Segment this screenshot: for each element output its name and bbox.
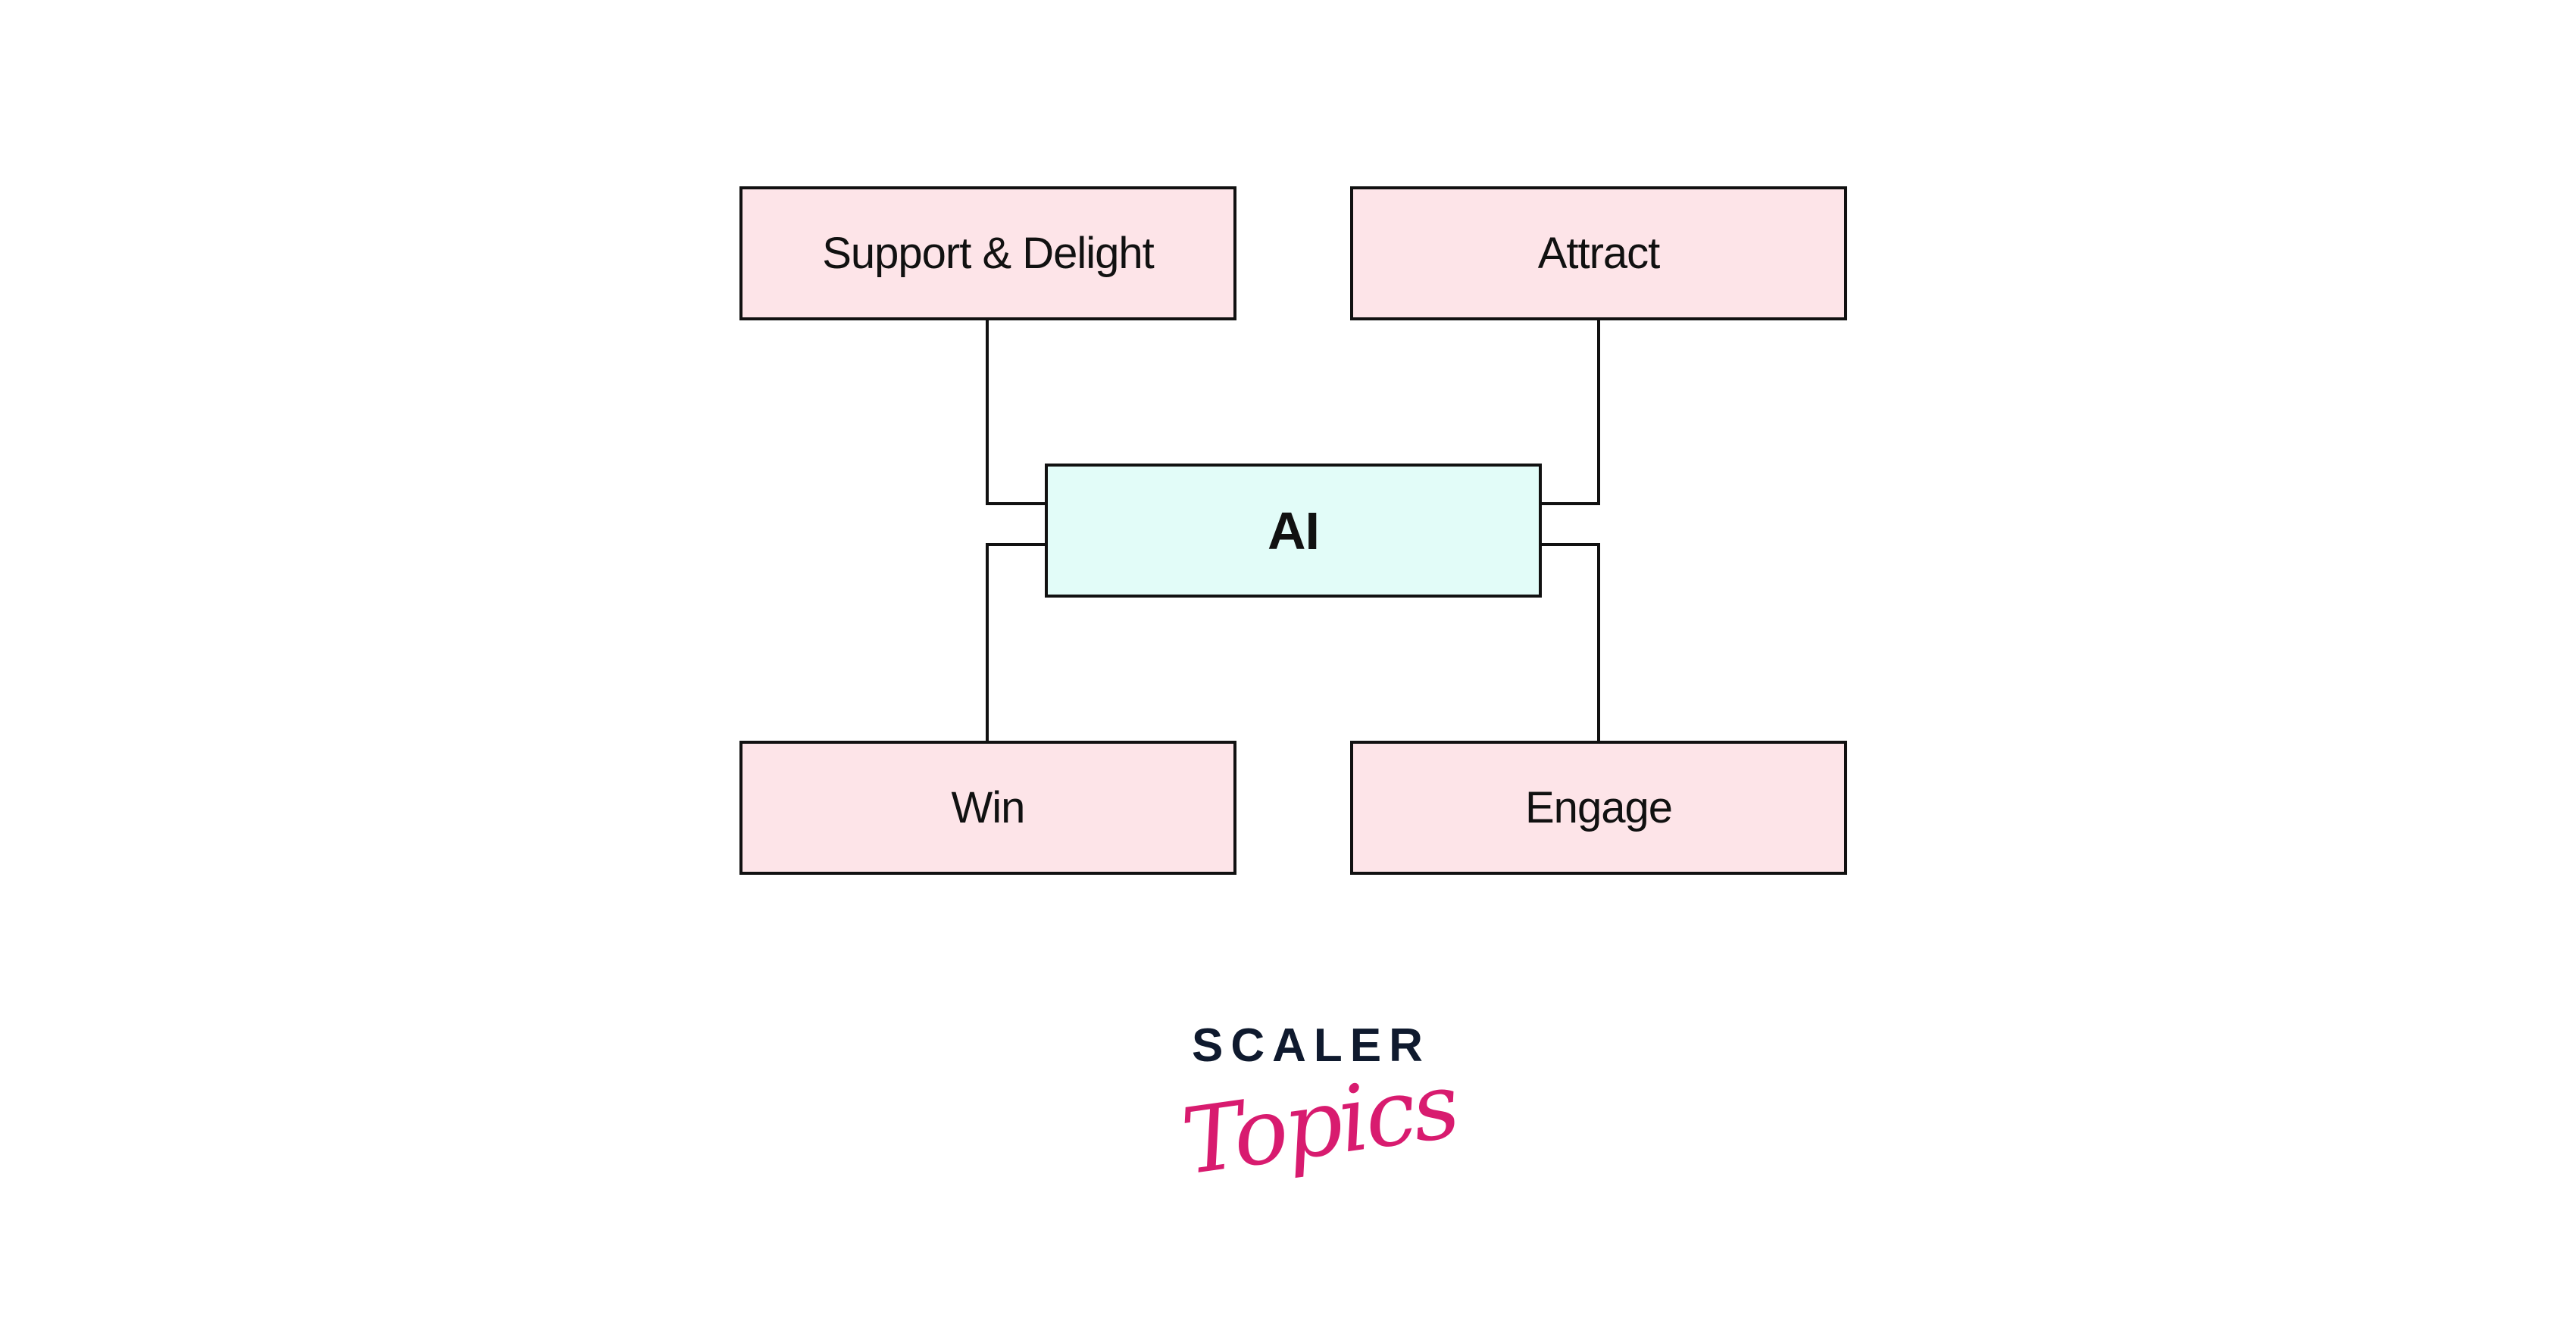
node-attract: Attract <box>1350 186 1847 320</box>
node-label: Attract <box>1537 229 1661 278</box>
logo-scaler-text: SCALER <box>1192 1019 1430 1072</box>
node-label: Win <box>951 783 1026 832</box>
connector-attract-ai <box>1542 320 1600 505</box>
node-label: Engage <box>1525 783 1673 832</box>
node-win: Win <box>739 741 1236 875</box>
node-engage: Engage <box>1350 741 1847 875</box>
node-label: AI <box>1268 501 1320 560</box>
node-support-delight: Support & Delight <box>739 186 1236 320</box>
connector-engage-ai <box>1542 543 1600 741</box>
connector-support-ai <box>986 320 1045 505</box>
node-label: Support & Delight <box>822 229 1155 278</box>
connector-win-ai <box>986 543 1045 741</box>
logo-topics-text: Topics <box>1176 1053 1463 1196</box>
node-ai-center: AI <box>1045 464 1542 598</box>
scaler-topics-logo: SCALER Topics <box>1167 1011 1463 1200</box>
